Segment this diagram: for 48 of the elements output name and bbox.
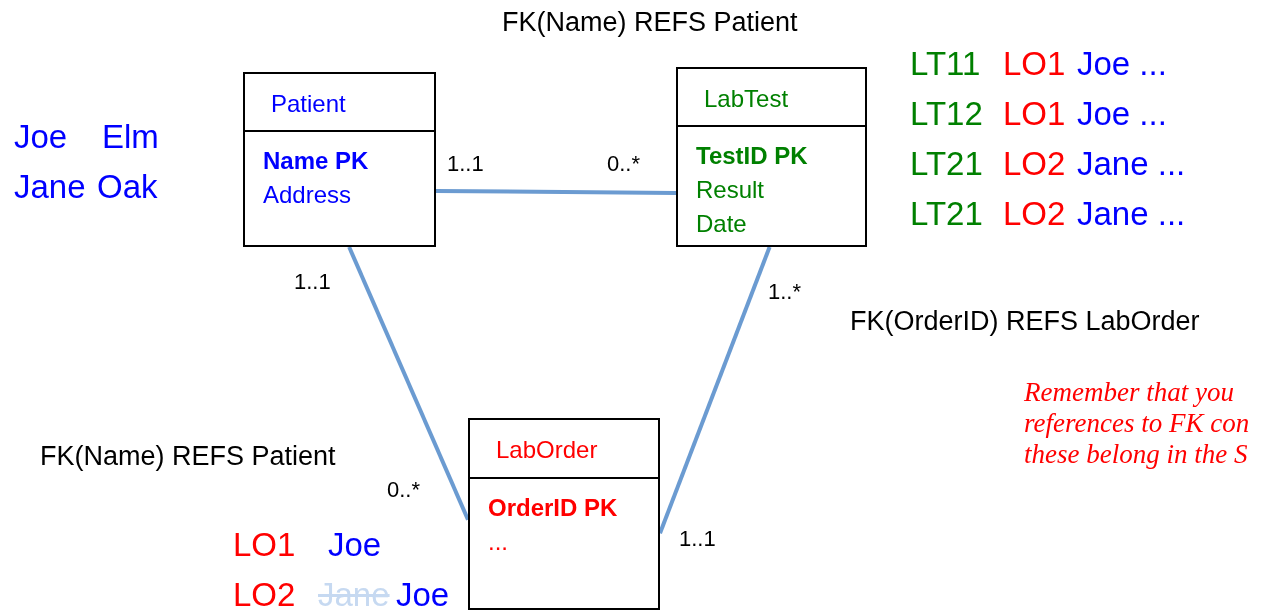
multiplicity: 1..1 bbox=[447, 150, 484, 178]
entity-box bbox=[468, 418, 660, 610]
connector-line bbox=[436, 189, 676, 195]
row-value: LO1 bbox=[1003, 94, 1066, 134]
entity-box bbox=[676, 67, 867, 247]
multiplicity: 0..* bbox=[607, 150, 641, 178]
row-value: Joe bbox=[396, 575, 450, 611]
row-value: Oak bbox=[97, 167, 158, 207]
note-line: these belong in the S bbox=[1024, 438, 1248, 471]
multiplicity: 0..* bbox=[387, 476, 421, 504]
row-value: Jane ... bbox=[1077, 194, 1186, 234]
attribute: ... bbox=[488, 527, 509, 557]
fk-note: FK(Name) REFS Patient bbox=[40, 440, 336, 473]
row-value: LT11 bbox=[910, 44, 981, 84]
row-value: Elm bbox=[102, 117, 159, 157]
row-value: LT21 bbox=[910, 144, 983, 184]
note-line: Remember that you bbox=[1024, 376, 1234, 409]
row-value: Joe ... bbox=[1077, 94, 1167, 134]
row-value: Jane bbox=[14, 167, 86, 207]
row-value: LT21 bbox=[910, 194, 983, 234]
attribute: Date bbox=[696, 209, 748, 239]
entity-name: LabOrder bbox=[496, 435, 598, 465]
row-value: LO2 bbox=[1003, 194, 1066, 234]
primary-key: Name PK bbox=[263, 144, 369, 178]
multiplicity: 1..1 bbox=[679, 525, 716, 553]
multiplicity: 1..1 bbox=[294, 268, 331, 296]
entity-name: Patient bbox=[271, 89, 346, 119]
connector-line bbox=[347, 246, 470, 521]
primary-key: OrderID PK bbox=[488, 491, 618, 525]
primary-key: TestID PK bbox=[696, 139, 808, 173]
note-line: references to FK con bbox=[1024, 407, 1250, 440]
row-value: LO1 bbox=[1003, 44, 1066, 84]
row-value: Joe bbox=[328, 525, 382, 565]
row-value: Joe bbox=[14, 117, 68, 157]
entity-name: LabTest bbox=[704, 84, 789, 114]
fk-note: FK(Name) REFS Patient bbox=[502, 6, 798, 39]
row-value: LO2 bbox=[233, 575, 296, 611]
row-value: LT12 bbox=[910, 94, 983, 134]
attribute: Address bbox=[263, 180, 353, 210]
fk-note: FK(OrderID) REFS LabOrder bbox=[850, 305, 1200, 338]
row-value: LO1 bbox=[233, 525, 296, 565]
row-value: Jane ... bbox=[1077, 144, 1186, 184]
attribute: Result bbox=[696, 175, 766, 205]
row-value: LO2 bbox=[1003, 144, 1066, 184]
entity-box bbox=[243, 72, 436, 247]
multiplicity: 1..* bbox=[768, 278, 802, 306]
row-value: Joe ... bbox=[1077, 44, 1167, 84]
struck-value: Jane bbox=[318, 575, 390, 611]
